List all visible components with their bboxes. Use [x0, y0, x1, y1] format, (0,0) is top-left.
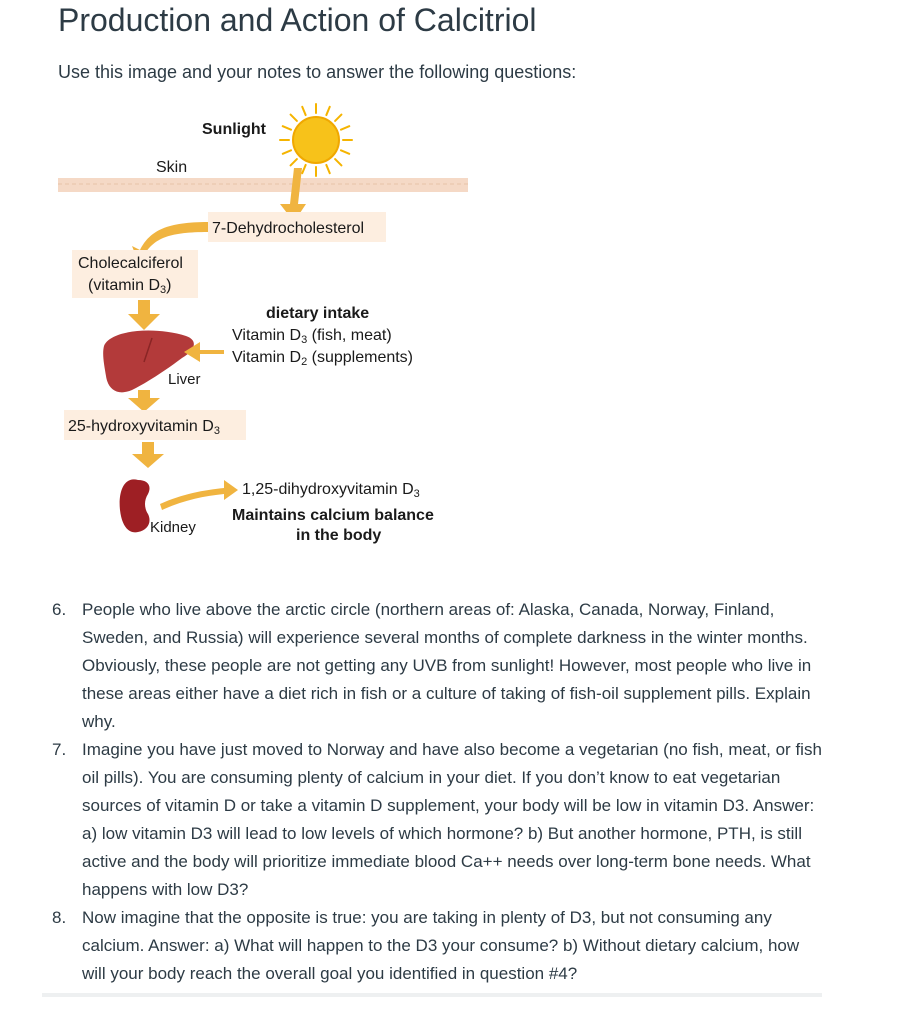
arrow-chole-to-liver [128, 300, 160, 330]
sun-ray [341, 150, 349, 153]
question-text: Imagine you have just moved to Norway an… [82, 740, 822, 899]
sun-ray [302, 107, 305, 115]
sun-ray [302, 165, 305, 173]
dietary-label: dietary intake [266, 305, 369, 322]
sun-ray [291, 115, 297, 121]
skin-layer [58, 178, 468, 192]
bottom-divider [42, 993, 822, 997]
dihydroxy-label: 1,25-dihydroxyvitamin D3 [242, 481, 420, 500]
arrow-kidney-to-dihydroxy [160, 480, 238, 510]
sun-ray [326, 107, 329, 115]
question-item: 7. Imagine you have just moved to Norway… [52, 736, 822, 904]
sun-ray [326, 165, 329, 173]
chole-label-line1: Cholecalciferol [78, 255, 183, 272]
question-number: 6. [52, 596, 66, 624]
sun-ray [283, 150, 291, 153]
sun-ray [283, 126, 291, 129]
sun-ray [341, 126, 349, 129]
maintains-line1: Maintains calcium balance [232, 507, 434, 524]
kidney-label: Kidney [150, 519, 196, 536]
calcitriol-diagram: Sunlight Skin 7-Dehydrocholesterol Chole… [58, 100, 478, 550]
skin-label: Skin [156, 159, 187, 176]
maintains-line2: in the body [296, 527, 381, 544]
sun-ray [335, 115, 341, 121]
question-number: 8. [52, 904, 66, 932]
vitd3-label: Vitamin D3 (fish, meat) [232, 327, 392, 346]
question-item: 6. People who live above the arctic circ… [52, 596, 822, 736]
sun-icon [280, 104, 352, 176]
sun-ray [335, 159, 341, 165]
liver-label: Liver [168, 371, 201, 388]
arrow-hydroxy-to-kidney [132, 442, 164, 468]
intro-text: Use this image and your notes to answer … [58, 62, 576, 83]
vitd2-label: Vitamin D2 (supplements) [232, 349, 413, 368]
sunlight-label: Sunlight [202, 121, 267, 138]
question-item: 8. Now imagine that the opposite is true… [52, 904, 822, 988]
page-title: Production and Action of Calcitriol [58, 0, 536, 40]
chole-label-line2: (vitamin D3) [88, 277, 171, 296]
dehydro-label: 7-Dehydrocholesterol [212, 220, 364, 237]
question-number: 7. [52, 736, 66, 764]
kidney-icon [120, 479, 150, 532]
question-text: Now imagine that the opposite is true: y… [82, 908, 799, 983]
question-list: 6. People who live above the arctic circ… [52, 596, 822, 988]
hydroxy-label: 25-hydroxyvitamin D3 [68, 418, 220, 437]
sun-ray [291, 159, 297, 165]
question-text: People who live above the arctic circle … [82, 600, 811, 731]
arrow-liver-to-hydroxy [128, 390, 160, 412]
